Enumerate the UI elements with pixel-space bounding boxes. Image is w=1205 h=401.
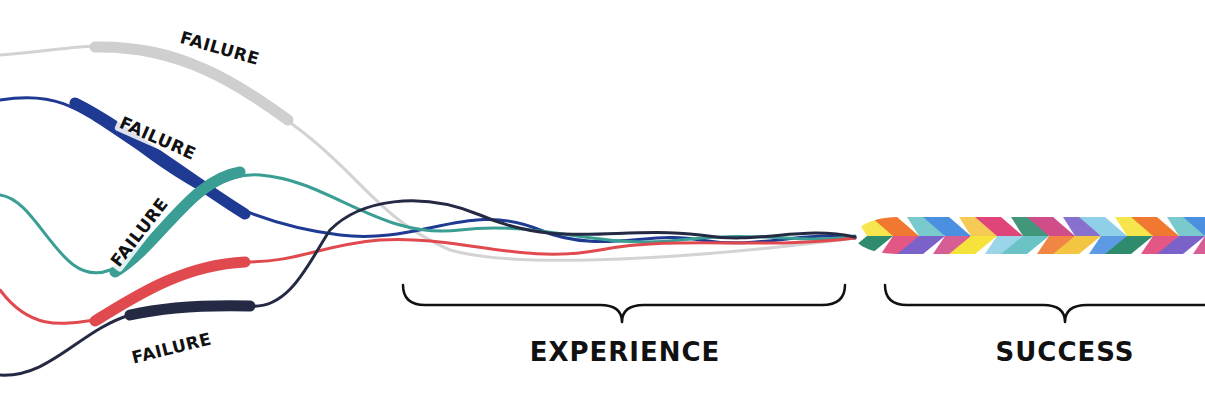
bracket-label: EXPERIENCE [527,338,724,366]
teal-strand [0,175,855,273]
bracket-label: SUCCESS [992,338,1137,366]
braid-stripe [1183,217,1205,236]
success-braid [845,217,1205,254]
blue-strand [0,97,855,242]
navy-failure-segment [130,306,250,315]
experience-bracket [403,285,845,322]
navy-strand [0,201,855,375]
teal-failure-segment [115,172,240,272]
success-bracket [885,285,1205,322]
braid-stripe [1193,236,1205,254]
grey-strand [0,45,855,260]
failure-label: FAILURE [127,328,216,368]
